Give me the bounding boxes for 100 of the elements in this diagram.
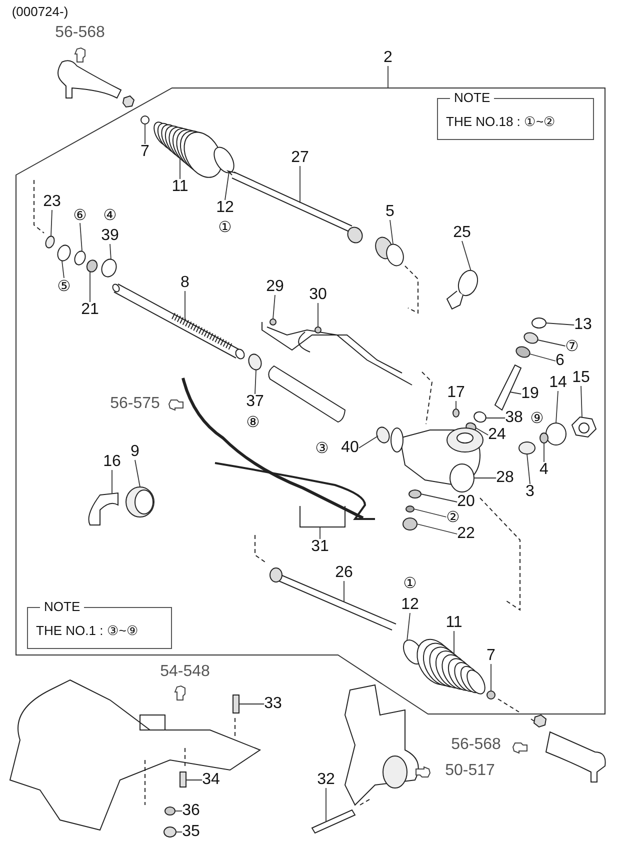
callout-number: 25	[453, 225, 471, 241]
snap-ring	[486, 690, 496, 700]
callout-number: 13	[574, 317, 592, 333]
callout-number: 37	[246, 394, 264, 410]
leader-line	[184, 290, 186, 320]
snap-ring	[140, 116, 150, 124]
bellows-boot	[416, 638, 486, 694]
callout-number: 20	[457, 494, 475, 510]
reference-number: 54-548	[160, 664, 210, 680]
lock-nut	[540, 432, 548, 444]
washer	[524, 332, 538, 344]
callout-number: 39	[101, 228, 119, 244]
fluid-pipe	[262, 318, 402, 374]
callout-number: 40	[341, 440, 359, 456]
callout-number: 21	[81, 302, 99, 318]
oil-seal	[376, 426, 390, 444]
oil-seal	[516, 346, 530, 358]
callout-number: 29	[266, 279, 284, 295]
callout-number: 34	[202, 772, 220, 788]
callout-number: 32	[317, 772, 335, 788]
pinion-shaft	[494, 364, 522, 411]
leader-line	[174, 810, 183, 812]
callout-number: ⑥	[73, 207, 87, 223]
callout-number: 38	[505, 410, 523, 426]
callout-number: 16	[103, 454, 121, 470]
o-ring	[57, 244, 71, 262]
lock-nut	[402, 518, 418, 530]
callout-number: 5	[386, 204, 394, 220]
leader-line	[134, 460, 140, 488]
hex-nut	[571, 416, 597, 438]
o-ring	[101, 258, 117, 278]
leader-line	[224, 172, 230, 200]
callout-number: 8	[180, 275, 190, 291]
leader-line	[358, 436, 378, 448]
note-text: THE NO.18 : ①~②	[446, 113, 556, 131]
leader-line	[462, 240, 472, 272]
o-ring	[474, 411, 486, 423]
bolt	[180, 772, 186, 788]
fluid-pipe	[214, 462, 375, 528]
o-ring	[532, 318, 546, 328]
leader-line	[530, 354, 556, 362]
tie-rod	[270, 568, 396, 630]
o-ring	[74, 250, 86, 266]
callout-number: 31	[311, 539, 329, 555]
leader-line	[62, 260, 64, 278]
leader-line	[546, 322, 575, 326]
reference-number: 56-575	[110, 396, 160, 412]
leader-line	[110, 244, 112, 260]
callout-number: ⑦	[565, 338, 579, 354]
callout-number: 11	[446, 615, 462, 631]
callout-number: 2	[384, 50, 392, 66]
callout-number: 23	[43, 194, 61, 210]
reference-number: 50-517	[445, 763, 495, 779]
callout-number: 27	[291, 150, 309, 166]
hex-nut	[164, 806, 176, 816]
reference-number: 56-568	[451, 737, 501, 753]
bolt	[311, 809, 356, 834]
callout-number: ⑤	[57, 278, 71, 294]
callout-number: 33	[264, 696, 282, 712]
callout-number: 11	[172, 179, 188, 195]
circled-reference-number: ①	[218, 219, 232, 235]
tube-housing	[268, 366, 346, 422]
boot-band	[214, 146, 234, 174]
callout-number: 19	[521, 386, 539, 402]
callout-number: 26	[335, 565, 353, 581]
leader-line	[538, 340, 566, 346]
leader-line	[50, 210, 52, 236]
leader-line	[580, 386, 582, 418]
callout-number: 36	[182, 803, 200, 819]
washer	[408, 490, 422, 498]
callout-number: 3	[526, 484, 534, 500]
snap-ring	[45, 236, 55, 248]
leader-line	[254, 370, 256, 394]
clamp	[88, 492, 118, 526]
leader-line	[556, 390, 558, 424]
leader-line	[390, 220, 394, 244]
callout-number: 15	[572, 370, 590, 386]
callout-number: 24	[488, 427, 506, 443]
callout-number: 7	[140, 144, 150, 160]
circled-reference-number: ①	[403, 575, 417, 591]
note-text: THE NO.1 : ③~⑨	[36, 622, 138, 640]
leader-line	[406, 612, 410, 642]
oil-seal	[248, 354, 262, 370]
gear-housing	[390, 428, 484, 492]
circled-reference-number: ③	[315, 440, 329, 456]
reference-number: 56-568	[55, 25, 105, 41]
circled-reference-number: ④	[103, 207, 117, 223]
callout-number: 14	[549, 375, 567, 391]
leader-line	[420, 494, 458, 502]
o-ring	[406, 506, 414, 512]
cap	[546, 422, 566, 446]
callout-number: 9	[130, 444, 140, 460]
mounting-bracket	[446, 270, 478, 310]
lock-nut	[86, 260, 98, 272]
leader-line	[490, 664, 492, 692]
bushing	[126, 486, 154, 518]
callout-number: 4	[540, 462, 548, 478]
leader-line	[510, 392, 522, 394]
callout-number: 17	[447, 385, 465, 401]
leader-line	[80, 222, 82, 252]
